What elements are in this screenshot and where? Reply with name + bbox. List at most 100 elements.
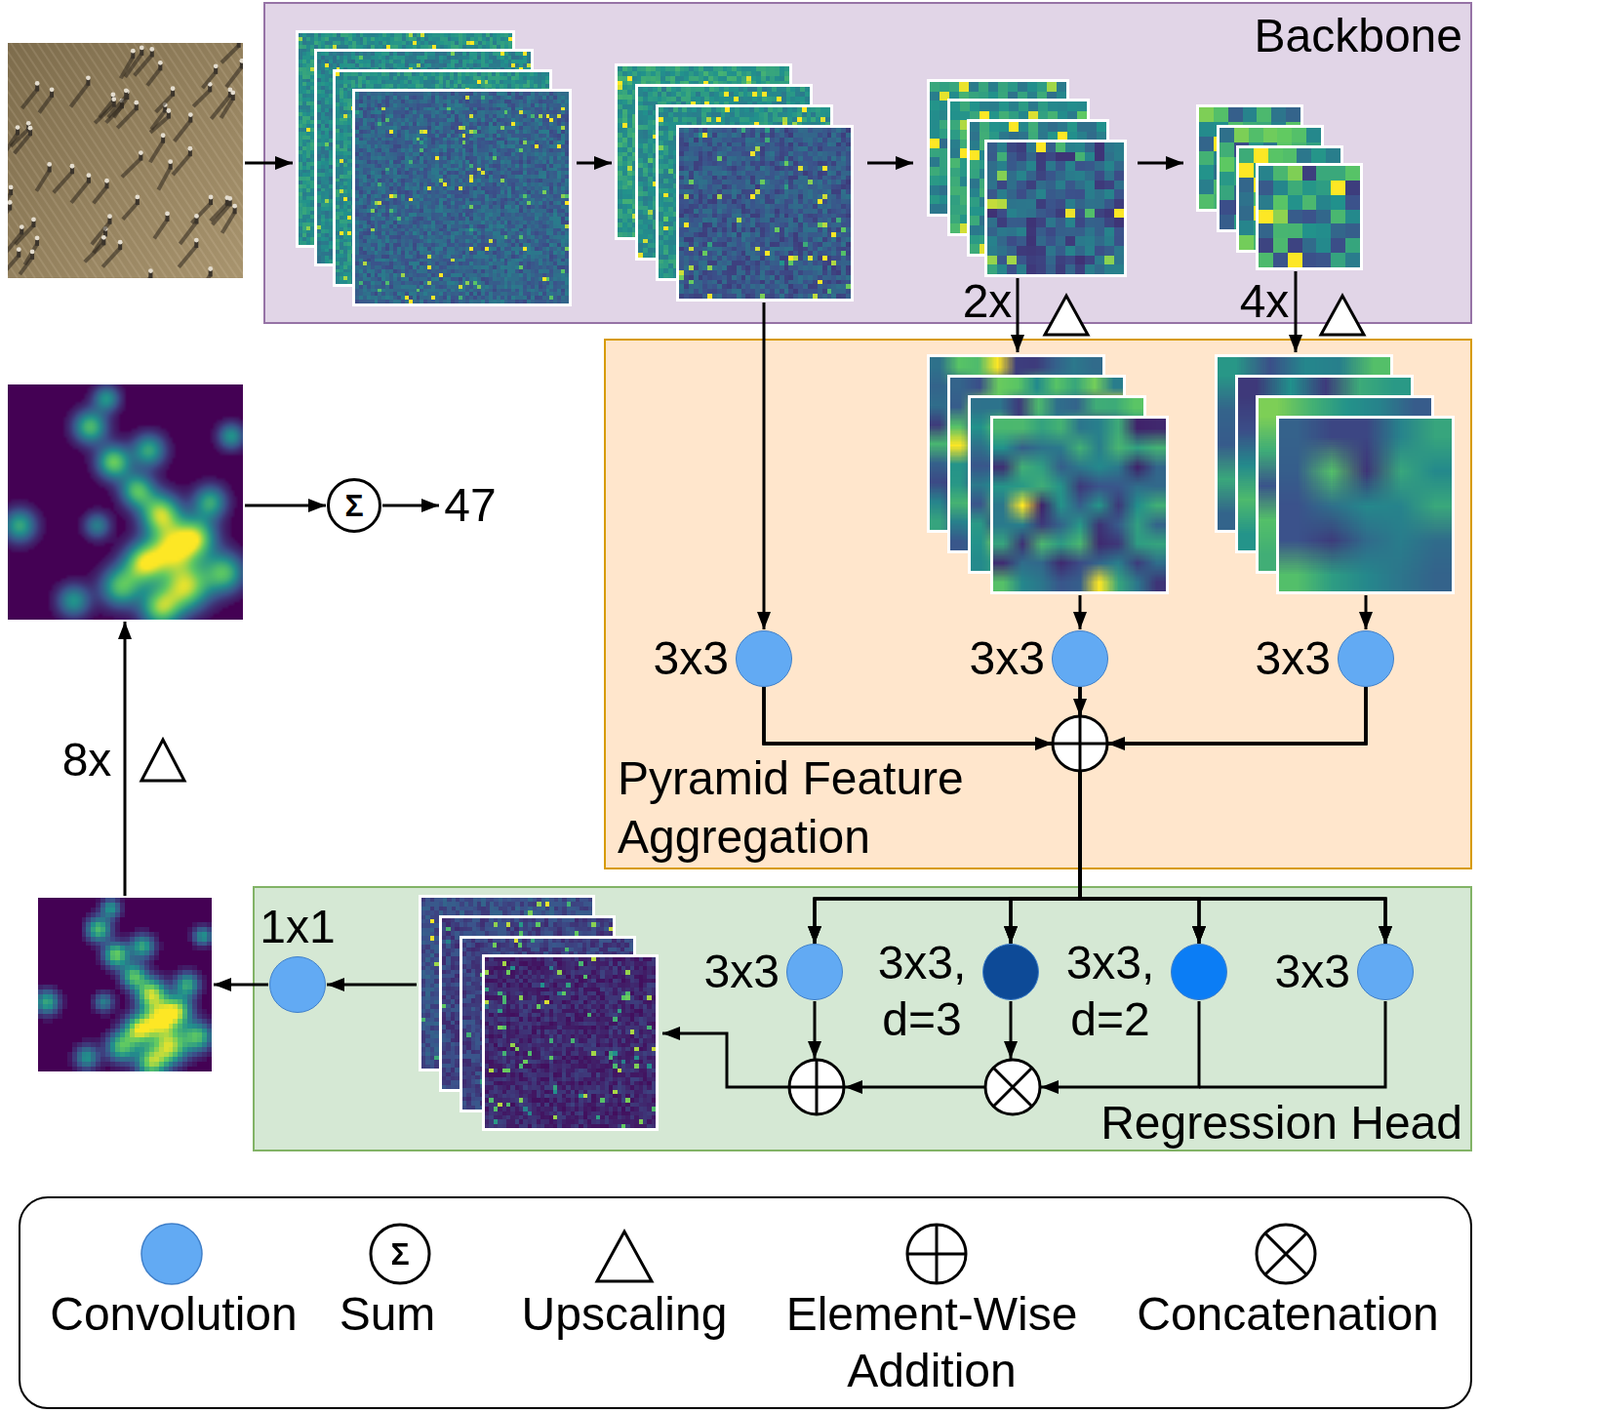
convolution-node: 3x3 [786,943,843,1000]
label-holder: Upscaling [521,1285,728,1343]
label-holder: Backbone [1254,7,1464,65]
scale-label: 4x [1240,274,1290,328]
convolution-node: 3x3 [1337,630,1395,687]
wire [867,161,914,165]
sum-symbol [370,1224,430,1283]
convolution-node: 1x1 [269,956,326,1013]
label-holder: 47 [443,478,496,532]
wire [1137,161,1184,165]
kernel-label: 3x3, d=3 [868,934,976,1047]
wire [382,504,440,508]
density-map [38,897,212,1072]
label-holder: 3x3, d=2 [1056,934,1164,1047]
feature-map [352,88,572,307]
upscaling-symbol [141,739,185,781]
legend-text: Convolution [49,1285,298,1343]
sum-sign: Σ [344,489,363,521]
addition-symbol [1052,716,1108,771]
merge-arrowheads [1035,698,1125,751]
concatenation-symbol [993,1067,1033,1107]
upscaling-symbol [597,1231,652,1281]
wire [123,621,127,896]
feature-map [481,954,659,1131]
kernel-label: 3x3 [1275,943,1351,1000]
arrowhead [1073,698,1087,717]
addition-symbol [907,1224,966,1283]
legend-text: Upscaling [521,1285,728,1343]
connector [1080,686,1386,944]
band-heading: Backbone [1254,7,1464,65]
kernel-label: 1x1 [259,898,335,956]
wire [326,983,417,987]
label-holder: 1x1 [259,898,335,956]
input-photo [7,42,243,279]
label-holder: Regression Head [1100,1097,1463,1150]
label-holder: Convolution [49,1285,298,1343]
concatenation-symbol [985,1059,1040,1115]
addition-symbol [789,1059,844,1115]
label-holder: Pyramid Feature Aggregation [617,749,1008,867]
label-holder: Σ [390,1236,409,1273]
connector [814,686,1366,944]
label-holder: 3x3 [969,630,1045,687]
connector [1010,686,1366,944]
feature-map [990,415,1169,595]
connector [814,686,1080,944]
label-holder: 3x3, d=3 [868,934,976,1047]
sum-node: Σ [326,478,382,533]
sum-sign: Σ [390,1236,409,1273]
convolution-node: 3x3 [1357,943,1414,1000]
connector [763,686,1080,944]
kernel-label: 3x3 [969,630,1045,687]
wires [124,162,1386,1087]
wire [1294,271,1298,353]
feature-map [1255,162,1363,271]
connector [763,686,1200,944]
wire [813,1000,817,1059]
band-heading: Regression Head [1100,1097,1463,1150]
label-holder: 8x [62,732,113,787]
wire [1040,1000,1200,1087]
label-holder: 3x3 [653,630,729,687]
wire [244,161,293,165]
label-holder: Element-Wise Addition [765,1285,1098,1399]
band-heading: Pyramid Feature Aggregation [617,749,1008,867]
connector [763,686,1080,944]
connector [1080,686,1386,944]
upscaling-symbol [1320,295,1364,335]
concatenation-symbol [1256,1224,1316,1283]
label-holder: 2x [962,274,1013,328]
wire [1199,1000,1386,1087]
wire [576,161,612,165]
feature-map [984,139,1127,278]
kernel-label: 3x3, d=2 [1056,934,1164,1047]
scale-label: 47 [443,478,496,532]
symbols [141,295,1364,1284]
dilated-convolution-node: 3x3, d=2 [1170,943,1228,1000]
feature-map [676,124,854,302]
scale-label: 2x [962,274,1013,328]
convolution-node: 3x3 [735,630,793,687]
legend-text: Concatenation [1136,1285,1440,1343]
addition-symbol [907,1224,966,1283]
density-map [7,384,243,620]
label-holder: Sum [339,1285,437,1343]
wire [762,302,766,630]
label-holder: 3x3 [1275,943,1351,1000]
label-holder: 3x3 [1255,630,1331,687]
label-holder: 4x [1240,274,1290,328]
label-holder: 3x3 [704,943,780,1000]
legend-text: Element-Wise Addition [765,1285,1098,1399]
wire [244,504,326,508]
kernel-label: 3x3 [653,630,729,687]
wire [662,1033,789,1087]
label-holder: Σ [329,480,379,530]
connector [763,686,1386,944]
addition-symbol [1052,716,1108,771]
addition-symbol [789,1059,844,1115]
convolution-node: 3x3 [1051,630,1109,687]
wire [844,1085,985,1089]
dilated-convolution-node: 3x3, d=3 [982,943,1040,1000]
